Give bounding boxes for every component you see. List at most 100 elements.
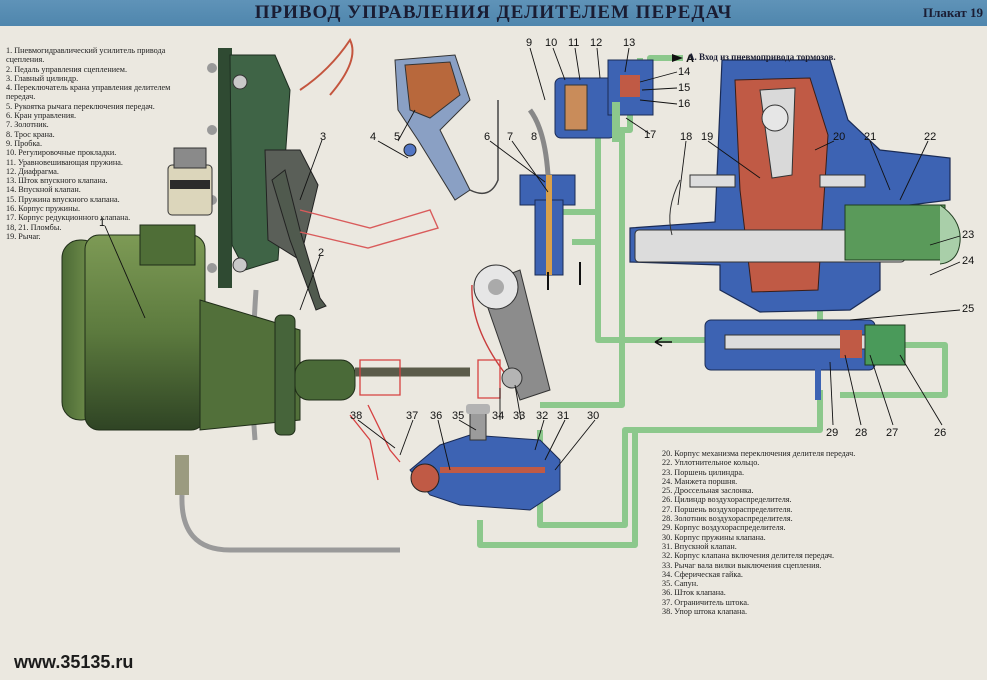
callout-32: 32 bbox=[536, 410, 548, 422]
callout-37: 37 bbox=[406, 410, 418, 422]
legend-item: 28. Золотник воздухораспределителя. bbox=[662, 514, 793, 524]
legend-item: 22. Уплотнительное кольцо. bbox=[662, 458, 760, 468]
legend-item: 31. Впускной клапан. bbox=[662, 541, 737, 551]
reducing-valve bbox=[554, 59, 654, 142]
callout-38: 38 bbox=[350, 410, 362, 422]
callout-leaders bbox=[104, 47, 961, 471]
legend-item: 29. Корпус воздухораспределителя. bbox=[662, 523, 786, 533]
air-line-valve-return bbox=[537, 390, 823, 528]
callout-17: 17 bbox=[644, 129, 656, 141]
callout-22: 22 bbox=[924, 131, 936, 143]
callout-24: 24 bbox=[962, 255, 974, 267]
header-band bbox=[0, 0, 987, 26]
callout-33: 33 bbox=[513, 410, 525, 422]
callout-7: 7 bbox=[507, 131, 513, 143]
callout-19: 19 bbox=[701, 131, 713, 143]
callout-18: 18 bbox=[680, 131, 692, 143]
callout-28: 28 bbox=[855, 427, 867, 439]
legend-item: 8. Трос крана. bbox=[6, 129, 55, 139]
legend-item: 14. Впускной клапан. bbox=[6, 185, 81, 195]
legend-item: 19. Рычаг. bbox=[6, 231, 41, 241]
inlet-note: А. Вход из пневмопривода тормозов. bbox=[688, 52, 836, 62]
legend-item: 34. Сферическая гайка. bbox=[662, 569, 743, 579]
inlet-marker: А bbox=[686, 53, 694, 65]
legend-item: 30. Корпус пружины клапана. bbox=[662, 532, 766, 542]
legend-item: 12. Диафрагма. bbox=[6, 166, 59, 176]
divider-enable-valve bbox=[409, 404, 561, 511]
website-watermark: www.35135.ru bbox=[14, 652, 134, 672]
poster-title: ПРИВОД УПРАВЛЕНИЯ ДЕЛИТЕЛЕМ ПЕРЕДАЧ bbox=[254, 2, 733, 23]
legend-item: 37. Ограничитель штока. bbox=[662, 597, 750, 607]
legend-right: 20. Корпус механизма переключения делите… bbox=[662, 449, 862, 616]
callout-23: 23 bbox=[962, 229, 974, 241]
control-valve bbox=[519, 108, 581, 290]
callout-30: 30 bbox=[587, 410, 599, 422]
clutch-booster bbox=[61, 224, 470, 553]
legend-item: 3. Главный цилиндр. bbox=[6, 73, 79, 83]
callout-1: 1 bbox=[99, 217, 105, 229]
callout-12: 12 bbox=[590, 37, 602, 49]
callout-25: 25 bbox=[962, 303, 974, 315]
legend-item: 5. Рукоятка рычага переключения передач. bbox=[6, 101, 155, 111]
legend-item: 25. Дроссельная заслонка. bbox=[662, 486, 754, 496]
legend-item: 17. Корпус редукционного клапана. bbox=[6, 213, 131, 223]
callout-16: 16 bbox=[678, 98, 690, 110]
plate-number: Плакат 19 bbox=[923, 5, 983, 20]
callout-3: 3 bbox=[320, 131, 326, 143]
legend-item: 2. Педаль управления сцеплением. bbox=[6, 64, 127, 74]
callout-11: 11 bbox=[568, 37, 579, 49]
legend-left: 1. Пневмогидравлический усилитель привод… bbox=[6, 46, 192, 241]
callout-34: 34 bbox=[492, 410, 504, 422]
inlet-arrow bbox=[672, 54, 683, 62]
legend-item: 35. Сапун. bbox=[662, 579, 699, 589]
callout-29: 29 bbox=[826, 427, 838, 439]
callout-21: 21 bbox=[864, 131, 876, 143]
legend-item: 36. Шток клапана. bbox=[662, 588, 726, 598]
callout-31: 31 bbox=[557, 410, 569, 422]
callout-27: 27 bbox=[886, 427, 898, 439]
gear-lever-handle bbox=[394, 54, 499, 201]
legend-item: 7. Золотник. bbox=[6, 120, 49, 130]
legend-item: 27. Поршень воздухораспределителя. bbox=[662, 504, 793, 514]
callout-2: 2 bbox=[318, 247, 324, 259]
callout-35: 35 bbox=[452, 410, 464, 422]
legend-item: 33. Рычаг вала вилки выключения сцеплени… bbox=[662, 560, 822, 570]
divider-shift-housing bbox=[629, 59, 961, 313]
callout-5: 5 bbox=[394, 131, 400, 143]
legend-item: 1. Пневмогидравлический усилитель привод… bbox=[6, 46, 166, 65]
callout-10: 10 bbox=[545, 37, 557, 49]
callout-26: 26 bbox=[934, 427, 946, 439]
callout-4: 4 bbox=[370, 131, 376, 143]
legend-item: 20. Корпус механизма переключения делите… bbox=[662, 449, 856, 458]
air-line-lower bbox=[477, 430, 638, 548]
legend-item: 24. Манжета поршня. bbox=[662, 476, 738, 486]
legend-item: 9. Пробка. bbox=[6, 138, 42, 148]
callout-36: 36 bbox=[430, 410, 442, 422]
legend-item: 10. Регулировочные прокладки. bbox=[6, 148, 117, 158]
legend-item: 32. Корпус клапана включения делителя пе… bbox=[662, 551, 835, 561]
air-distributor bbox=[704, 319, 906, 400]
legend-item: 26. Цилиндр воздухораспределителя. bbox=[662, 495, 792, 505]
legend-item: 4. Переключатель крана управления делите… bbox=[6, 83, 171, 102]
return-arrow bbox=[654, 337, 672, 347]
callout-9: 9 bbox=[526, 37, 532, 49]
legend-item: 11. Уравновешивающая пружина. bbox=[6, 157, 123, 167]
legend-item: 15. Пружина впускного клапана. bbox=[6, 194, 120, 204]
legend-item: 23. Поршень цилиндра. bbox=[662, 467, 745, 477]
callout-13: 13 bbox=[623, 37, 635, 49]
callout-numbers: 1 2 3 4 5 6 7 8 9 10 11 12 13 14 15 16 1… bbox=[99, 37, 974, 439]
callout-8: 8 bbox=[531, 131, 537, 143]
callout-20: 20 bbox=[833, 131, 845, 143]
air-line-cylinder bbox=[840, 342, 948, 398]
legend-item: 13. Шток впускного клапана. bbox=[6, 176, 108, 186]
callout-15: 15 bbox=[678, 82, 690, 94]
legend-item: 38. Упор штока клапана. bbox=[662, 607, 748, 617]
callout-14: 14 bbox=[678, 66, 690, 78]
legend-item: 6. Кран управления. bbox=[6, 111, 77, 121]
release-fork-lever bbox=[471, 264, 551, 401]
callout-6: 6 bbox=[484, 131, 490, 143]
legend-item: 16. Корпус пружины. bbox=[6, 204, 80, 214]
legend-item: 18, 21. Пломбы. bbox=[6, 222, 62, 232]
